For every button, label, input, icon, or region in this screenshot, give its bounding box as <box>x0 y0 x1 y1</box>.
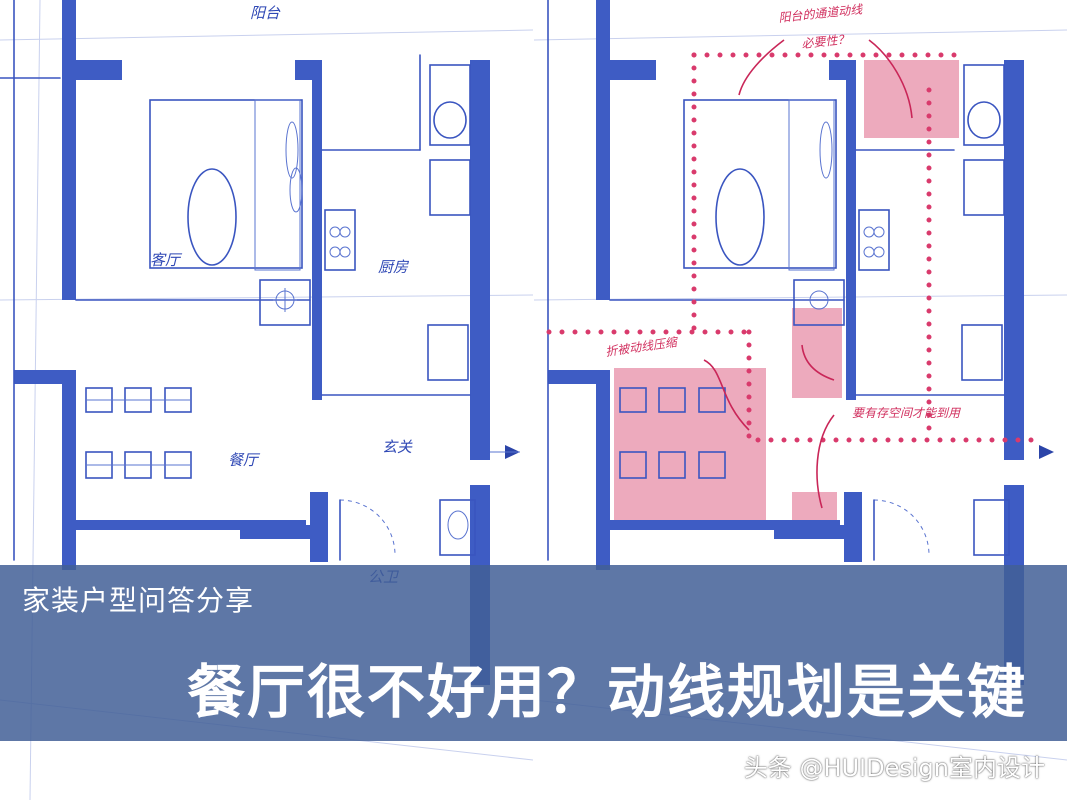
route-main <box>746 329 1037 443</box>
floor-plan-annotated-drawing: 阳台的通道动线 必要性？ 折被动线压缩 要有存空间才能到用 <box>534 0 1067 761</box>
dining-zone-highlight <box>614 368 766 522</box>
label-dining-room: 餐厅 <box>228 451 261 469</box>
balcony-zone-highlight <box>864 60 959 138</box>
label-living-room: 客厅 <box>150 251 183 269</box>
note-dining-compressed: 折被动线压缩 <box>604 335 679 359</box>
plan-divider <box>533 0 534 800</box>
label-balcony: 阳台 <box>250 4 281 22</box>
floor-plan-annotated: 阳台的通道动线 必要性？ 折被动线压缩 要有存空间才能到用 <box>534 0 1067 800</box>
note-balcony-route: 阳台的通道动线 <box>778 2 864 25</box>
title-banner: 家装户型问答分享 餐厅很不好用？动线规划是关键 <box>0 565 1067 741</box>
note-storage-space: 要有存空间才能到用 <box>852 406 961 420</box>
label-kitchen: 厨房 <box>378 258 410 276</box>
storage-zone-highlight <box>792 308 842 398</box>
banner-subtitle: 家装户型问答分享 <box>22 584 255 617</box>
banner-title: 餐厅很不好用？动线规划是关键 <box>186 658 1027 726</box>
label-entrance: 玄关 <box>382 438 413 456</box>
storage-zone-small-highlight <box>792 492 837 522</box>
note-balcony-route-2: 必要性？ <box>801 32 850 51</box>
watermark: 头条 @HUIDesign室内设计 <box>743 754 1045 782</box>
